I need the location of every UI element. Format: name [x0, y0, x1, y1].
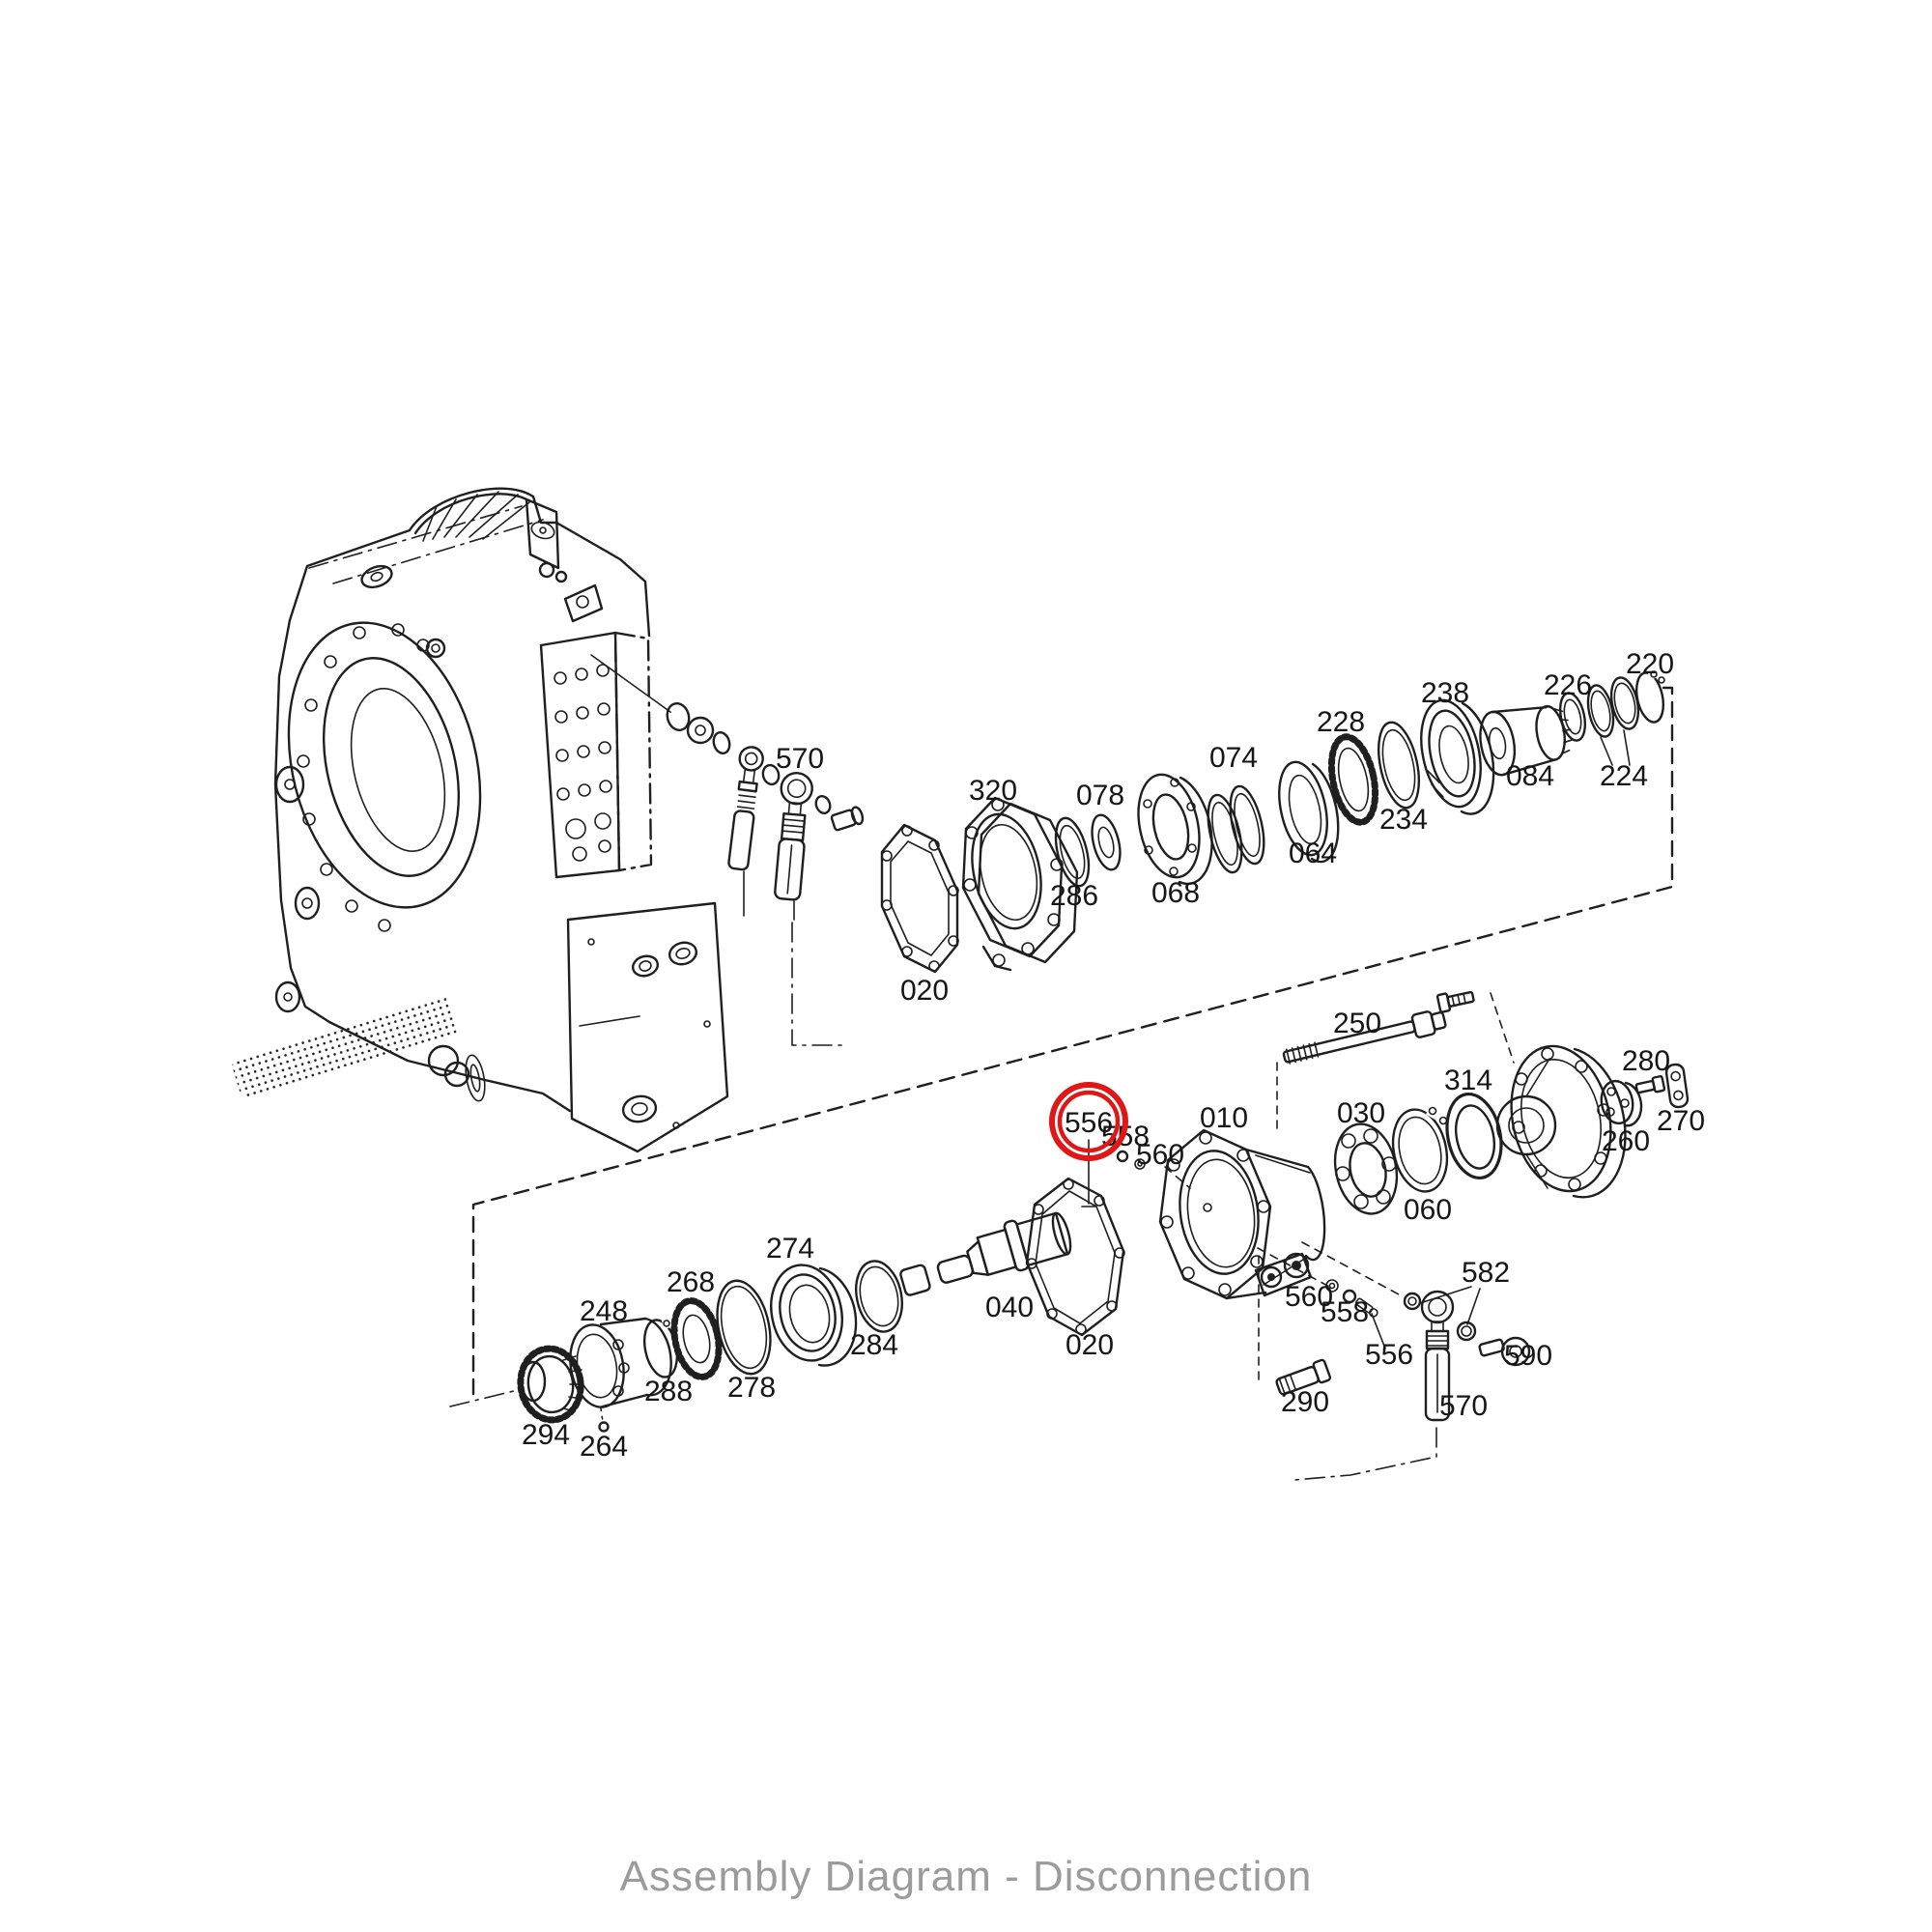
gasket-020-lower: [1025, 1177, 1125, 1337]
gasket-020-upper: [880, 823, 959, 974]
breather-570-lower: [1420, 1290, 1455, 1422]
housing-320: [961, 796, 1079, 972]
part-label-030: 030: [1337, 1097, 1385, 1129]
drum-084: [1479, 704, 1573, 777]
bell-flange-bolt-holes: [297, 623, 430, 932]
part-label-220: 220: [1626, 648, 1674, 680]
part-label-260: 260: [1602, 1125, 1650, 1157]
housing-ears: [274, 765, 321, 1013]
transmission-housing-drawing: [232, 487, 729, 1153]
part-label-278: 278: [727, 1372, 776, 1404]
part-label-590: 590: [1504, 1340, 1552, 1372]
part-label-582: 582: [1462, 1257, 1510, 1289]
part-label-314: 314: [1444, 1065, 1492, 1096]
part-label-294: 294: [522, 1419, 570, 1451]
breather-570-upper: [774, 772, 813, 901]
upper-valve-parts: [590, 654, 865, 1046]
upper-exploded-row: [880, 667, 1665, 974]
ring-064: [1278, 760, 1340, 864]
part-label-290: 290: [1281, 1386, 1329, 1418]
part-label-556-lower: 556: [1365, 1339, 1413, 1371]
snap-ring-060: [1391, 1102, 1452, 1193]
housing-010: [1158, 1128, 1326, 1300]
part-label-068: 068: [1151, 877, 1200, 909]
bearing-274: [770, 1264, 858, 1367]
part-label-060: 060: [1404, 1194, 1452, 1226]
part-label-288: 288: [644, 1376, 693, 1407]
valve-block: [538, 561, 621, 879]
part-label-084: 084: [1506, 760, 1554, 792]
part-label-layer: 570 320 020 286 078 068 074 064 228 234 238 084 226 2…: [522, 648, 1705, 1463]
part-label-228: 228: [1317, 706, 1365, 738]
part-label-570-upper: 570: [776, 743, 824, 775]
bolt-280: [1634, 1074, 1666, 1094]
diagram-title: Assembly Diagram - Disconnection: [619, 1853, 1313, 1900]
screw-556-lower: [1354, 1297, 1378, 1318]
bolt-290: [1275, 1358, 1332, 1396]
part-label-238: 238: [1421, 677, 1469, 709]
part-label-040: 040: [985, 1292, 1034, 1323]
part-label-248: 248: [580, 1295, 628, 1327]
sump-box: [566, 901, 729, 1153]
part-label-270: 270: [1657, 1105, 1705, 1137]
bolt-590: [1478, 1336, 1531, 1367]
part-label-320: 320: [969, 775, 1017, 807]
part-label-020-upper: 020: [900, 975, 949, 1007]
part-label-558-lower: 558: [1321, 1296, 1369, 1328]
cover-260: [1600, 1079, 1643, 1127]
highlight-556: 556: [1049, 1082, 1128, 1161]
lower-exploded-row: [517, 1260, 903, 1433]
hub-314-flange: [1495, 1044, 1627, 1199]
retainer-068: [1137, 773, 1213, 886]
part-label-020-lower: 020: [1065, 1329, 1114, 1361]
part-label-560-lower: 560: [1285, 1281, 1333, 1313]
stippled-shaft: [232, 996, 458, 1098]
bolt-small-top: [1435, 990, 1475, 1013]
part-label-264: 264: [580, 1431, 628, 1463]
part-label-224: 224: [1600, 760, 1648, 792]
part-label-280: 280: [1622, 1045, 1670, 1077]
part-label-560-upper: 560: [1136, 1139, 1184, 1171]
part-label-268: 268: [667, 1266, 715, 1298]
part-label-078: 078: [1076, 780, 1124, 811]
boundary-lines: [449, 686, 1674, 1481]
part-label-226: 226: [1544, 669, 1592, 701]
highlight-circle-outer: [1049, 1082, 1128, 1161]
part-label-064: 064: [1289, 838, 1337, 869]
right-assembly: [899, 990, 1690, 1422]
part-label-286: 286: [1050, 880, 1098, 912]
part-label-570-lower: 570: [1439, 1390, 1488, 1422]
part-label-250: 250: [1333, 1008, 1381, 1039]
highlight-circle-inner: [1057, 1090, 1121, 1153]
part-label-010: 010: [1200, 1102, 1248, 1134]
shaft-040: [899, 1211, 1072, 1296]
part-label-284: 284: [850, 1329, 898, 1361]
highlighted-part-label: 556: [1065, 1107, 1113, 1139]
snap-ring-220: [1634, 667, 1665, 724]
part-label-074: 074: [1209, 742, 1258, 774]
bolt-250: [1282, 1010, 1447, 1065]
drum-248: [569, 1317, 672, 1408]
part-label-234: 234: [1379, 804, 1428, 836]
part-label-274: 274: [766, 1233, 814, 1264]
gasket-270: [1664, 1063, 1690, 1109]
bearing-238: [1420, 698, 1495, 815]
